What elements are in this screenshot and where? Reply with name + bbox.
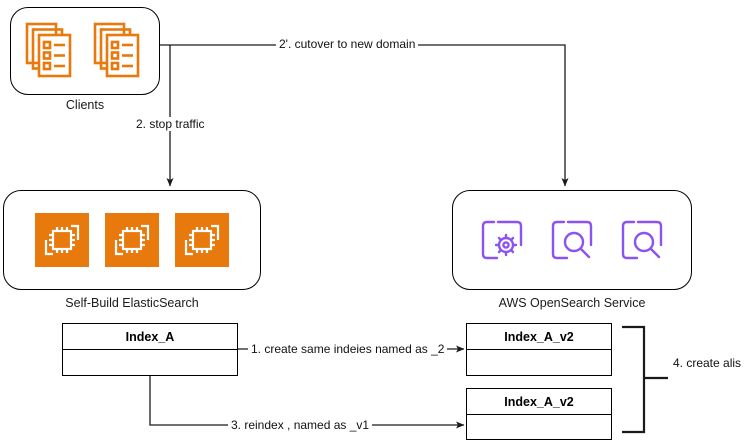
elasticsearch-caption: Self-Build ElasticSearch [65, 296, 199, 310]
search-panel-icon [545, 213, 599, 267]
search-panel-icon [615, 213, 669, 267]
index-table-target-2-name: Index_A_v2 [467, 389, 611, 415]
stacked-documents-icon [24, 21, 78, 81]
index-table-target-1-name: Index_A_v2 [467, 324, 611, 350]
index-table-target-1: Index_A_v2 [466, 323, 612, 376]
gear-panel-icon [475, 213, 529, 267]
clients-caption: Clients [65, 98, 105, 112]
edge-label-create-alias: 4. create alis [670, 356, 745, 370]
elasticsearch-icon-row [35, 213, 229, 267]
cpu-chip-icon [175, 213, 229, 267]
edge-label-reindex: 3. reindex , named as _v1 [228, 418, 373, 432]
index-table-source-name: Index_A [63, 324, 237, 350]
index-table-target-2: Index_A_v2 [466, 388, 612, 440]
stacked-documents-icon [92, 21, 146, 81]
opensearch-group-box [452, 190, 692, 290]
opensearch-caption: AWS OpenSearch Service [498, 296, 646, 310]
edge-label-stop-traffic: 2. stop traffic [133, 117, 208, 131]
index-table-target-1-body [467, 350, 611, 376]
clients-group-box [10, 7, 160, 95]
elasticsearch-group-box [3, 190, 261, 290]
cpu-chip-icon [35, 213, 89, 267]
edge-label-cutover: 2'. cutover to new domain [276, 37, 419, 51]
edge-cutover [160, 44, 569, 187]
edge-create-alias-bracket [622, 325, 668, 434]
opensearch-icon-row [475, 213, 669, 267]
index-table-source: Index_A [62, 323, 238, 376]
clients-icon-row [24, 21, 146, 81]
index-table-target-2-body [467, 415, 611, 441]
cpu-chip-icon [105, 213, 159, 267]
index-table-source-body [63, 350, 237, 376]
edge-label-create-indices: 1. create same indeies named as _2 [248, 342, 448, 356]
